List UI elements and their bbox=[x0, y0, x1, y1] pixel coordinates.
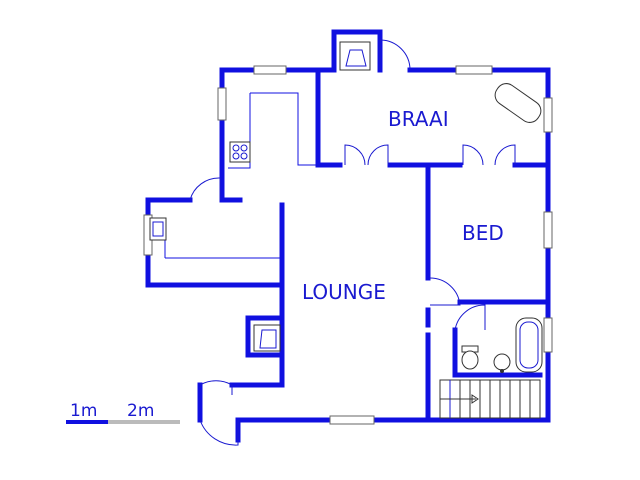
room-label-lounge: LOUNGE bbox=[302, 280, 386, 304]
scale-bar: 1m 2m bbox=[66, 401, 180, 424]
door-braai-left-1 bbox=[344, 144, 366, 166]
interior-walls bbox=[387, 162, 551, 423]
room-label-braai: BRAAI bbox=[388, 107, 449, 131]
window-top-left bbox=[253, 65, 287, 75]
fixtures bbox=[149, 41, 543, 419]
window-left-kitchen bbox=[217, 87, 227, 121]
door-bed bbox=[429, 277, 461, 306]
door-braai-left-2 bbox=[367, 144, 389, 166]
door-braai-right-1 bbox=[462, 144, 484, 166]
window-lounge bbox=[329, 415, 375, 425]
doors bbox=[189, 39, 516, 446]
window-bed bbox=[543, 211, 553, 249]
basin-icon bbox=[493, 353, 511, 373]
scale-label-2m: 2m bbox=[127, 401, 154, 421]
bath-icon bbox=[494, 83, 542, 123]
fireplace-icon bbox=[253, 324, 281, 352]
window-bath bbox=[543, 317, 553, 353]
braai-unit-icon bbox=[339, 41, 371, 71]
windows bbox=[143, 65, 553, 425]
door-bath bbox=[454, 304, 486, 331]
kitchen-counter bbox=[164, 92, 318, 259]
door-entry bbox=[199, 419, 239, 446]
scale-label-1m: 1m bbox=[70, 401, 97, 421]
sink-icon bbox=[149, 217, 167, 241]
door-entry-top bbox=[199, 380, 233, 395]
stairs-icon bbox=[439, 379, 541, 419]
door-braai-right-2 bbox=[494, 144, 516, 166]
stove-icon bbox=[229, 141, 251, 163]
toilet-icon bbox=[461, 345, 479, 370]
window-braai bbox=[455, 65, 493, 75]
door-braai-outside bbox=[379, 39, 411, 71]
door-kitchen bbox=[189, 177, 221, 201]
bathtub-icon bbox=[515, 317, 543, 373]
window-braai-right bbox=[543, 97, 553, 133]
room-label-bed: BED bbox=[462, 221, 504, 245]
